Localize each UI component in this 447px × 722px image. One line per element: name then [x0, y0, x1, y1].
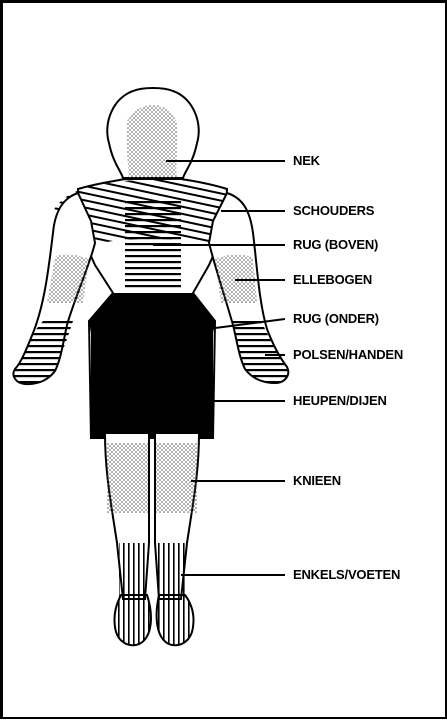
left-foot	[114, 595, 150, 645]
right-elbow-region	[215, 255, 257, 304]
body-map-diagram: NEK SCHOUDERS RUG (BOVEN) ELLEBOGEN RUG …	[3, 3, 447, 722]
left-wrist-region	[13, 321, 73, 384]
label-wrists-hands: POLSEN/HANDEN	[293, 347, 403, 362]
label-shoulders: SCHOUDERS	[293, 203, 375, 218]
label-upper-back: RUG (BOVEN)	[293, 237, 378, 252]
left-knee-region	[107, 443, 148, 513]
label-ankles-feet: ENKELS/VOETEN	[293, 567, 400, 582]
label-lower-back: RUG (ONDER)	[293, 311, 379, 326]
right-knee-region	[156, 443, 197, 513]
label-neck: NEK	[293, 153, 321, 168]
hips-thighs-region	[91, 321, 213, 438]
label-knees: KNIEEN	[293, 473, 341, 488]
right-ankle-region	[158, 543, 186, 599]
label-hips-thighs: HEUPEN/DIJEN	[293, 393, 387, 408]
right-wrist-region	[231, 321, 288, 383]
right-foot	[157, 595, 194, 645]
left-ankle-region	[119, 543, 147, 599]
label-elbows: ELLEBOGEN	[293, 272, 372, 287]
